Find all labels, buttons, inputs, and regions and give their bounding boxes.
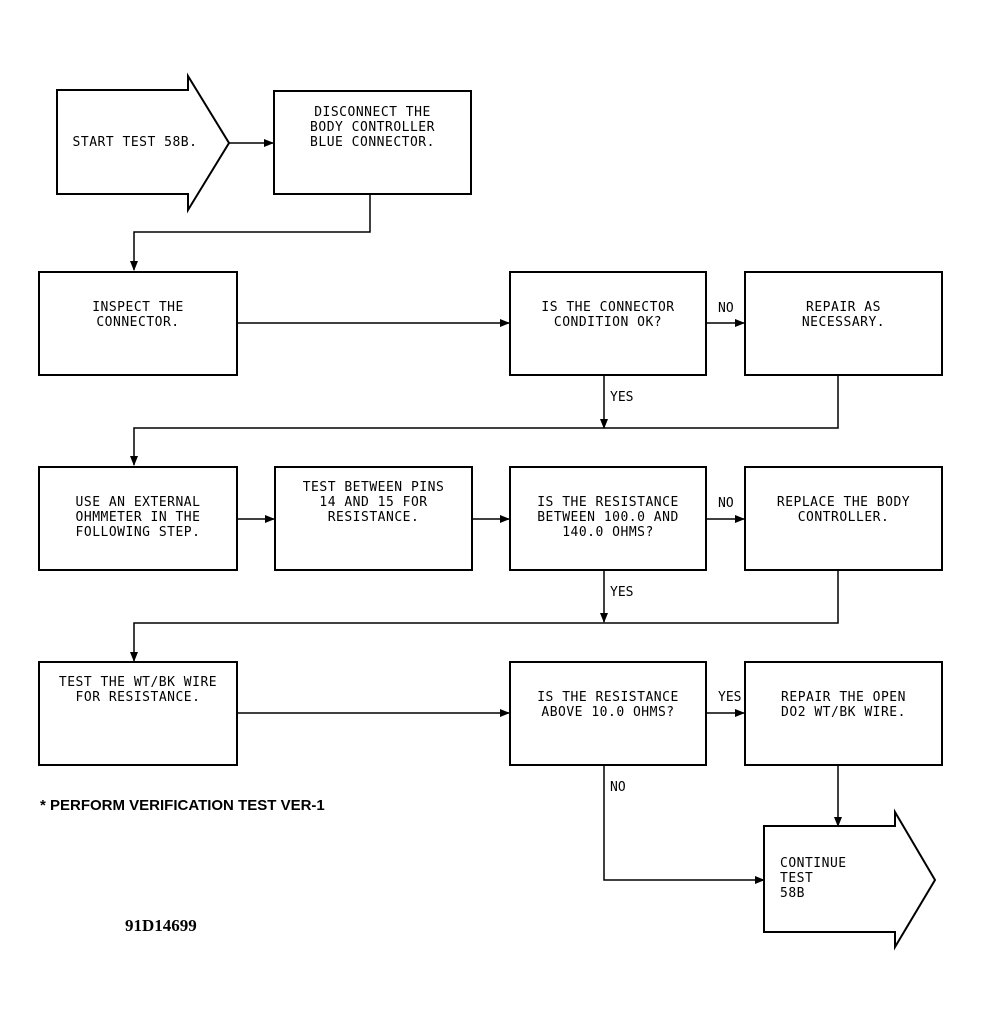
resistance-range-decision-box <box>509 466 707 571</box>
start-arrow-shape <box>56 72 231 214</box>
repair-open-wire-box <box>744 661 943 766</box>
test-between-pins-box <box>274 466 473 571</box>
connector-condition-decision-text: IS THE CONNECTOR CONDITION OK? <box>541 300 675 330</box>
inspect-connector-text: INSPECT THE CONNECTOR. <box>92 300 184 330</box>
branch-label-no: NO <box>718 301 734 316</box>
resistance-range-decision-text: IS THE RESISTANCE BETWEEN 100.0 AND 140.… <box>537 495 679 540</box>
resistance-above-decision-box <box>509 661 707 766</box>
continue-test-label: CONTINUE TEST 58B <box>780 856 847 901</box>
use-ohmmeter-box <box>38 466 238 571</box>
branch-label-yes: YES <box>718 690 742 705</box>
test-between-pins-text: TEST BETWEEN PINS 14 AND 15 FOR RESISTAN… <box>302 480 445 525</box>
disconnect-connector-box <box>273 90 472 195</box>
test-wire-box <box>38 661 238 766</box>
repair-open-wire-text: REPAIR THE OPEN DO2 WT/BK WIRE. <box>781 690 906 720</box>
verification-footnote: * PERFORM VERIFICATION TEST VER-1 <box>40 797 325 814</box>
connector-condition-decision-box <box>509 271 707 376</box>
replace-body-controller-text: REPLACE THE BODY CONTROLLER. <box>776 495 911 525</box>
inspect-connector-box <box>38 271 238 376</box>
branch-label-yes: YES <box>610 585 634 600</box>
start-test-label: START TEST 58B. <box>72 135 198 150</box>
repair-as-necessary-text: REPAIR AS NECESSARY. <box>801 300 886 330</box>
disconnect-connector-text: DISCONNECT THE BODY CONTROLLER BLUE CONN… <box>310 105 435 150</box>
branch-label-no: NO <box>610 780 626 795</box>
test-wire-text: TEST THE WT/BK WIRE FOR RESISTANCE. <box>58 675 218 705</box>
resistance-above-decision-text: IS THE RESISTANCE ABOVE 10.0 OHMS? <box>537 690 679 720</box>
branch-label-no: NO <box>718 496 734 511</box>
use-ohmmeter-text: USE AN EXTERNAL OHMMETER IN THE FOLLOWIN… <box>75 495 201 540</box>
replace-body-controller-box <box>744 466 943 571</box>
repair-as-necessary-box <box>744 271 943 376</box>
branch-label-yes: YES <box>610 390 634 405</box>
figure-code: 91D14699 <box>125 916 197 935</box>
continue-arrow-shape <box>763 808 937 951</box>
